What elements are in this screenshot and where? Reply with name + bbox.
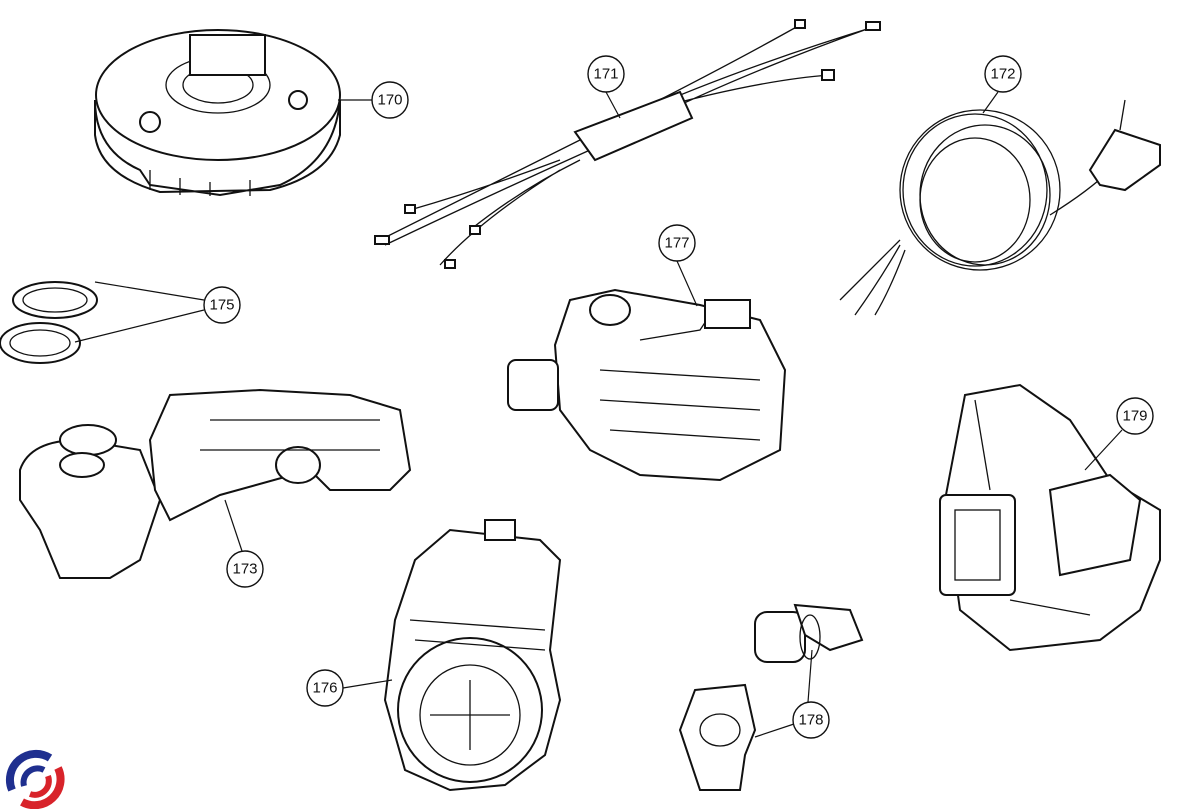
part-173-heater-assembly bbox=[19, 388, 412, 579]
part-170-sensor-housing bbox=[94, 29, 341, 197]
svg-text:176: 176 bbox=[312, 680, 337, 697]
part-175-seals bbox=[0, 281, 98, 364]
callout-171: 171 bbox=[587, 55, 625, 93]
svg-text:170: 170 bbox=[377, 92, 402, 109]
callout-178: 178 bbox=[792, 701, 830, 739]
part-172-power-cord bbox=[839, 99, 1161, 316]
svg-text:171: 171 bbox=[593, 66, 618, 83]
callout-176: 176 bbox=[306, 669, 344, 707]
part-171-wiring-harness bbox=[374, 19, 881, 269]
callout-173: 173 bbox=[226, 550, 264, 588]
callout-170: 170 bbox=[371, 81, 409, 119]
part-179-unit bbox=[939, 383, 1161, 652]
callout-175: 175 bbox=[203, 286, 241, 324]
part-177-circulation-pump bbox=[507, 288, 787, 482]
part-178-fittings bbox=[678, 603, 864, 791]
part-176-drain-pump bbox=[383, 519, 562, 792]
svg-text:177: 177 bbox=[664, 235, 689, 252]
svg-text:173: 173 bbox=[232, 561, 257, 578]
svg-text:175: 175 bbox=[209, 297, 234, 314]
callout-172: 172 bbox=[984, 55, 1022, 93]
callout-179: 179 bbox=[1116, 397, 1154, 435]
svg-text:178: 178 bbox=[798, 712, 823, 729]
leader-lines bbox=[74, 91, 1123, 738]
svg-text:172: 172 bbox=[990, 66, 1015, 83]
svg-text:179: 179 bbox=[1122, 408, 1147, 425]
callout-177: 177 bbox=[658, 224, 696, 262]
brand-logo-icon bbox=[6, 749, 65, 809]
